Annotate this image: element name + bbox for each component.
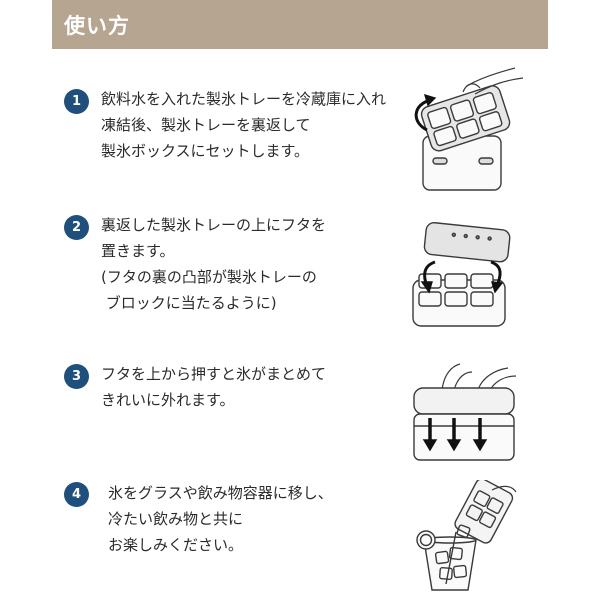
instruction-line: 凍結後、製氷トレーを裏返して (101, 116, 311, 134)
press-lid-icon (408, 360, 528, 470)
flip-tray-icon (405, 64, 535, 194)
instruction-line: フタを上から押すと氷がまとめて (101, 365, 327, 383)
step-number-badge: 1 (64, 89, 89, 114)
instruction-line: 置きます。 (101, 242, 175, 260)
step-3: 3 フタを上から押すと氷がまとめて きれいに外れます。 (0, 360, 600, 470)
step-1: 1 飲料水を入れた製氷トレーを冷蔵庫に入れ 凍結後、製氷トレーを裏返して 製氷ボ… (0, 67, 600, 191)
place-lid-icon (405, 218, 525, 338)
instruction-line: ブロックに当たるように) (101, 294, 277, 312)
instruction-line: 裏返した製氷トレーの上にフタを (101, 216, 327, 234)
step-instructions: フタを上から押すと氷がまとめて きれいに外れます。 (101, 361, 326, 413)
section-title: 使い方 (64, 14, 130, 38)
instruction-line: きれいに外れます。 (101, 391, 235, 409)
step-number-badge: 3 (64, 364, 89, 389)
instruction-line: 冷たい飲み物と共に (108, 510, 244, 528)
instruction-line: 氷をグラスや飲み物容器に移し、 (108, 484, 333, 502)
instruction-line: 飲料水を入れた製氷トレーを冷蔵庫に入れ (101, 90, 387, 108)
section-header: 使い方 (52, 0, 548, 49)
step-instructions: 裏返した製氷トレーの上にフタを 置きます。 (フタの裏の凸部が製氷トレーの ブロ… (101, 212, 326, 316)
step-instructions: 氷をグラスや飲み物容器に移し、 冷たい飲み物と共に お楽しみください。 (108, 480, 333, 558)
step-4: 4 氷をグラスや飲み物容器に移し、 冷たい飲み物と共に お楽しみください。 (0, 480, 600, 592)
pour-glass-icon (412, 480, 522, 592)
instruction-line: お楽しみください。 (108, 536, 244, 554)
step-number-badge: 4 (64, 482, 89, 507)
instruction-line: 製氷ボックスにセットします。 (101, 142, 310, 160)
step-2: 2 裏返した製氷トレーの上にフタを 置きます。 (フタの裏の凸部が製氷トレーの … (0, 210, 600, 327)
step-instructions: 飲料水を入れた製氷トレーを冷蔵庫に入れ 凍結後、製氷トレーを裏返して 製氷ボック… (101, 86, 386, 164)
instruction-line: (フタの裏の凸部が製氷トレーの (101, 268, 317, 286)
step-number-badge: 2 (64, 215, 89, 240)
